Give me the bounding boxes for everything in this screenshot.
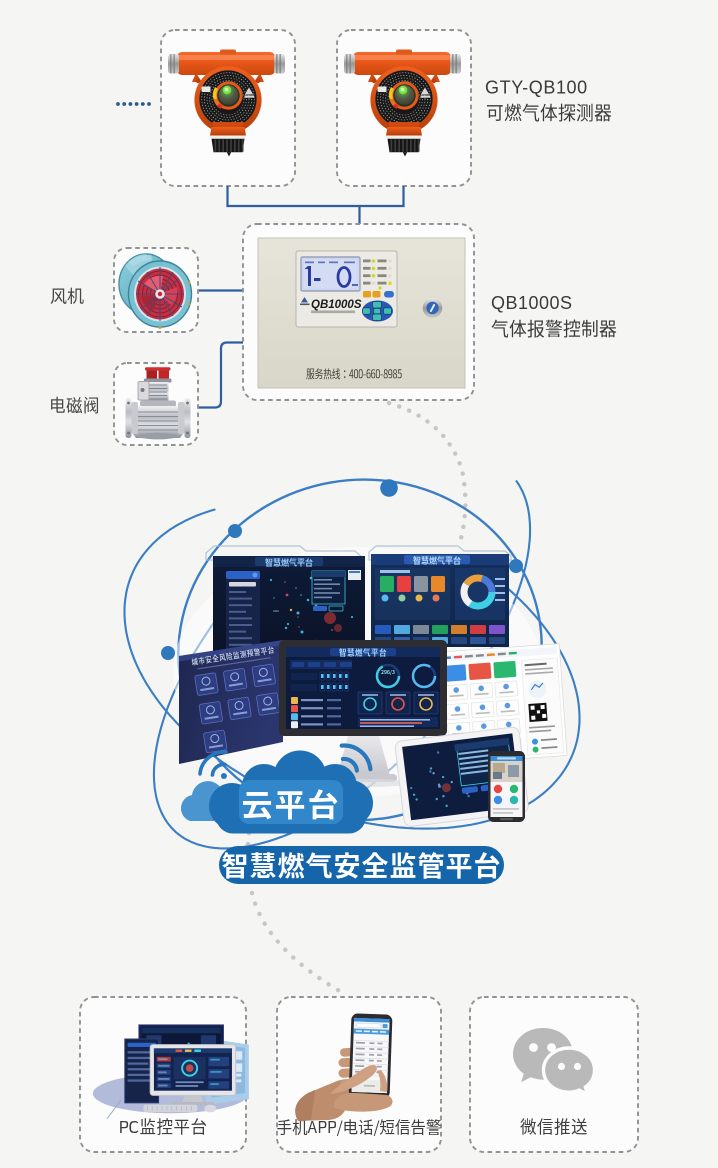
svg-text:QB1000S: QB1000S xyxy=(311,299,362,311)
svg-text:QB1000S: QB1000S xyxy=(491,293,573,313)
svg-text:GTY-QB100: GTY-QB100 xyxy=(485,78,588,98)
